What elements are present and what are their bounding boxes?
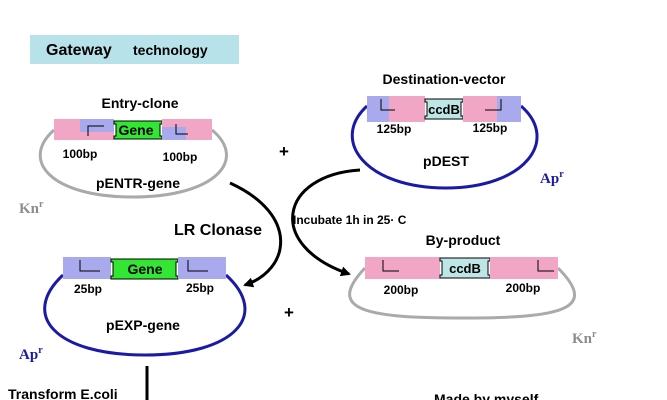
bp-left-bp: 200bp xyxy=(384,283,419,297)
exp-att-left-lavender xyxy=(63,257,111,279)
bp-att-right-bracket xyxy=(537,260,554,272)
entry-att-left-bracket xyxy=(87,125,104,136)
bp-right-bp: 200bp xyxy=(506,281,541,295)
dest-right-bp: 125bp xyxy=(473,121,508,135)
bp-att-left-pink xyxy=(365,257,440,279)
arrow-to-expression xyxy=(229,181,283,288)
title-main: Gateway xyxy=(46,42,112,59)
incubation-label: Incubate 1h in 25· C xyxy=(293,213,407,227)
enzyme-label: LR Clonase xyxy=(174,222,262,239)
dest-left-bp: 125bp xyxy=(377,122,412,136)
exp-left-bp: 25bp xyxy=(74,282,102,296)
expression-plasmid-ring xyxy=(43,273,247,357)
bp-ccdb-label: ccdB xyxy=(449,261,481,276)
dest-att-right-bracket xyxy=(485,99,502,111)
dest-att-left-lavender xyxy=(367,96,389,122)
entry-resistance: Knr xyxy=(19,199,44,217)
destination-label: Destination-vector xyxy=(383,71,506,87)
byproduct-label: By-product xyxy=(426,232,501,248)
title-sub: technology xyxy=(133,42,208,58)
expression-clone: Gene 25bp 25bp pEXP-gene Apr xyxy=(19,257,247,363)
exp-att-right-bracket xyxy=(187,260,208,272)
transform-label: Transform E.coli xyxy=(8,386,118,400)
entry-clone: Entry-clone Gene 100bp 100bp pENTR-gene … xyxy=(19,95,228,217)
byproduct: By-product ccdB 200bp 200bp Knr xyxy=(348,232,597,347)
exp-resistance: Apr xyxy=(19,345,43,363)
entry-plasmid-ring xyxy=(38,128,228,199)
bp-att-right-pink xyxy=(490,257,558,279)
entry-att-right-bracket xyxy=(175,124,188,135)
entry-plasmid-name: pENTR-gene xyxy=(96,175,180,191)
plus-top: + xyxy=(279,142,289,161)
entry-right-bp: 100bp xyxy=(163,150,198,164)
dest-plasmid-name: pDEST xyxy=(423,153,469,169)
exp-att-right-lavender xyxy=(178,257,226,279)
entry-att-right-lavender xyxy=(162,127,186,140)
title-box xyxy=(30,35,239,64)
credit-label: Made by myself xyxy=(434,391,539,400)
byproduct-plasmid-ring xyxy=(348,266,577,320)
exp-att-left-bracket xyxy=(79,260,100,272)
title-banner: Gateway technology xyxy=(30,35,239,64)
entry-left-bp: 100bp xyxy=(63,147,98,161)
dest-resistance: Apr xyxy=(540,169,564,187)
dest-att-left-bracket xyxy=(380,99,395,111)
exp-gene-label: Gene xyxy=(127,261,162,277)
destination-vector: Destination-vector ccdB 125bp 125bp pDES… xyxy=(350,71,564,190)
bp-att-left-bracket xyxy=(382,260,399,272)
exp-right-bp: 25bp xyxy=(186,281,214,295)
exp-plasmid-name: pEXP-gene xyxy=(106,317,180,333)
destination-plasmid-ring xyxy=(350,104,539,190)
entry-gene-label: Gene xyxy=(118,122,153,138)
arrow-to-byproduct xyxy=(291,168,361,277)
plus-bottom: + xyxy=(284,303,294,322)
entry-clone-label: Entry-clone xyxy=(101,95,178,111)
bp-resistance: Knr xyxy=(572,329,597,347)
dest-ccdb-label: ccdB xyxy=(428,102,460,117)
